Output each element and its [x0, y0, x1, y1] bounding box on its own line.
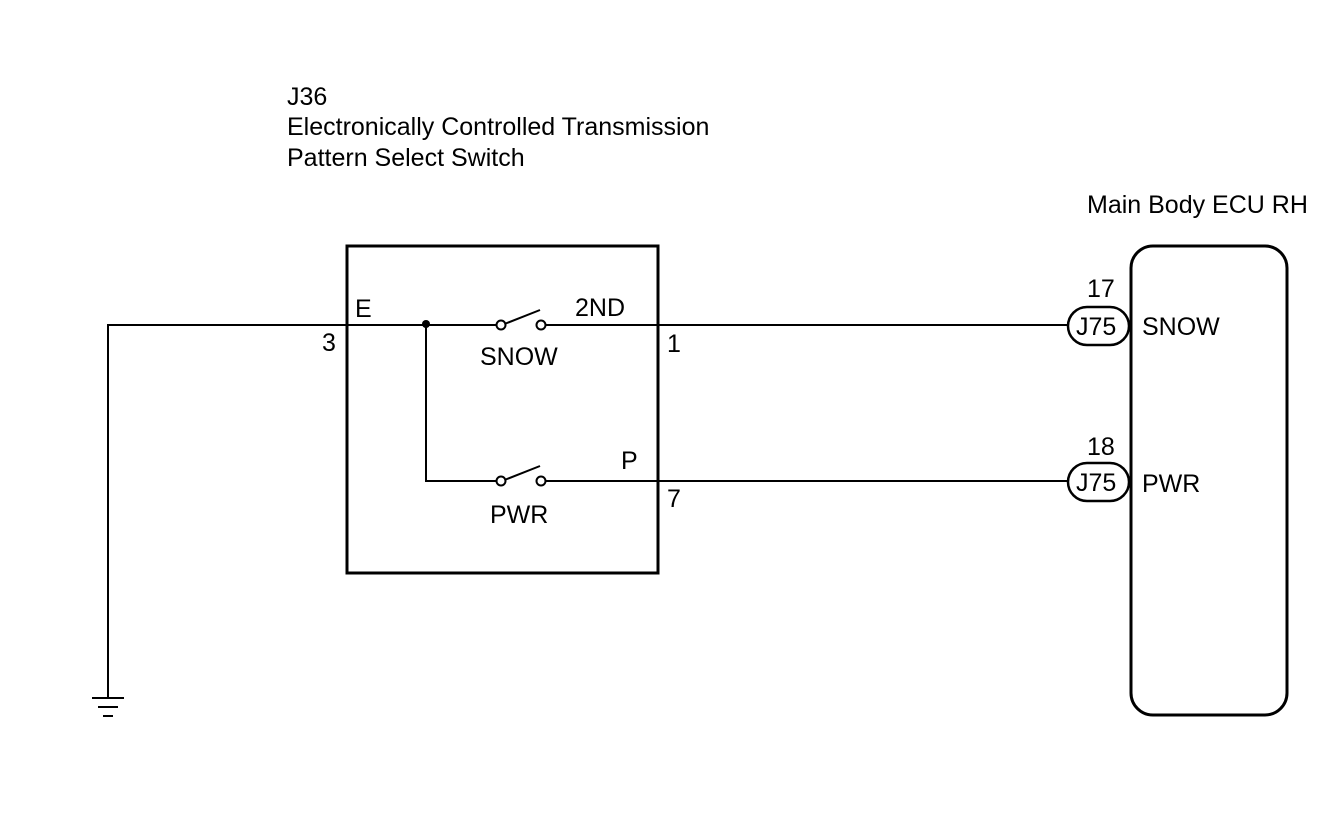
- pin-e-label: 3: [322, 329, 336, 357]
- pwr-switch-icon: [495, 465, 547, 487]
- pin-2nd-label: 1: [667, 330, 681, 358]
- ground-wire: [107, 324, 347, 698]
- terminal-p-label: P: [621, 447, 638, 475]
- switch-pwr-label: PWR: [490, 501, 548, 529]
- connector-j75-pin18: [1066, 461, 1131, 503]
- ecu-name: Main Body ECU RH: [1087, 191, 1308, 219]
- connector-code-pin18: J75: [1076, 469, 1116, 497]
- connector-code-pin17: J75: [1076, 313, 1116, 341]
- switch-code: J36: [287, 83, 327, 111]
- internal-wire-branch: [425, 325, 497, 482]
- pin-p-label: 7: [667, 485, 681, 513]
- ecu-signal-pwr: PWR: [1142, 470, 1200, 498]
- ecu-pin-18: 18: [1087, 433, 1115, 461]
- ecu-pin-17: 17: [1087, 275, 1115, 303]
- switch-box: [345, 244, 660, 575]
- switch-name-line1: Electronically Controlled Transmission: [287, 113, 709, 141]
- snow-switch-icon: [495, 309, 547, 331]
- switch-name-line2: Pattern Select Switch: [287, 144, 525, 172]
- ground-icon: [92, 697, 124, 717]
- terminal-2nd-label: 2ND: [575, 294, 625, 322]
- switch-snow-label: SNOW: [480, 343, 558, 371]
- junction-dot: [422, 320, 430, 328]
- ecu-box: [1129, 244, 1289, 717]
- connector-j75-pin17: [1066, 305, 1131, 347]
- ecu-signal-snow: SNOW: [1142, 313, 1220, 341]
- terminal-e-label: E: [355, 295, 372, 323]
